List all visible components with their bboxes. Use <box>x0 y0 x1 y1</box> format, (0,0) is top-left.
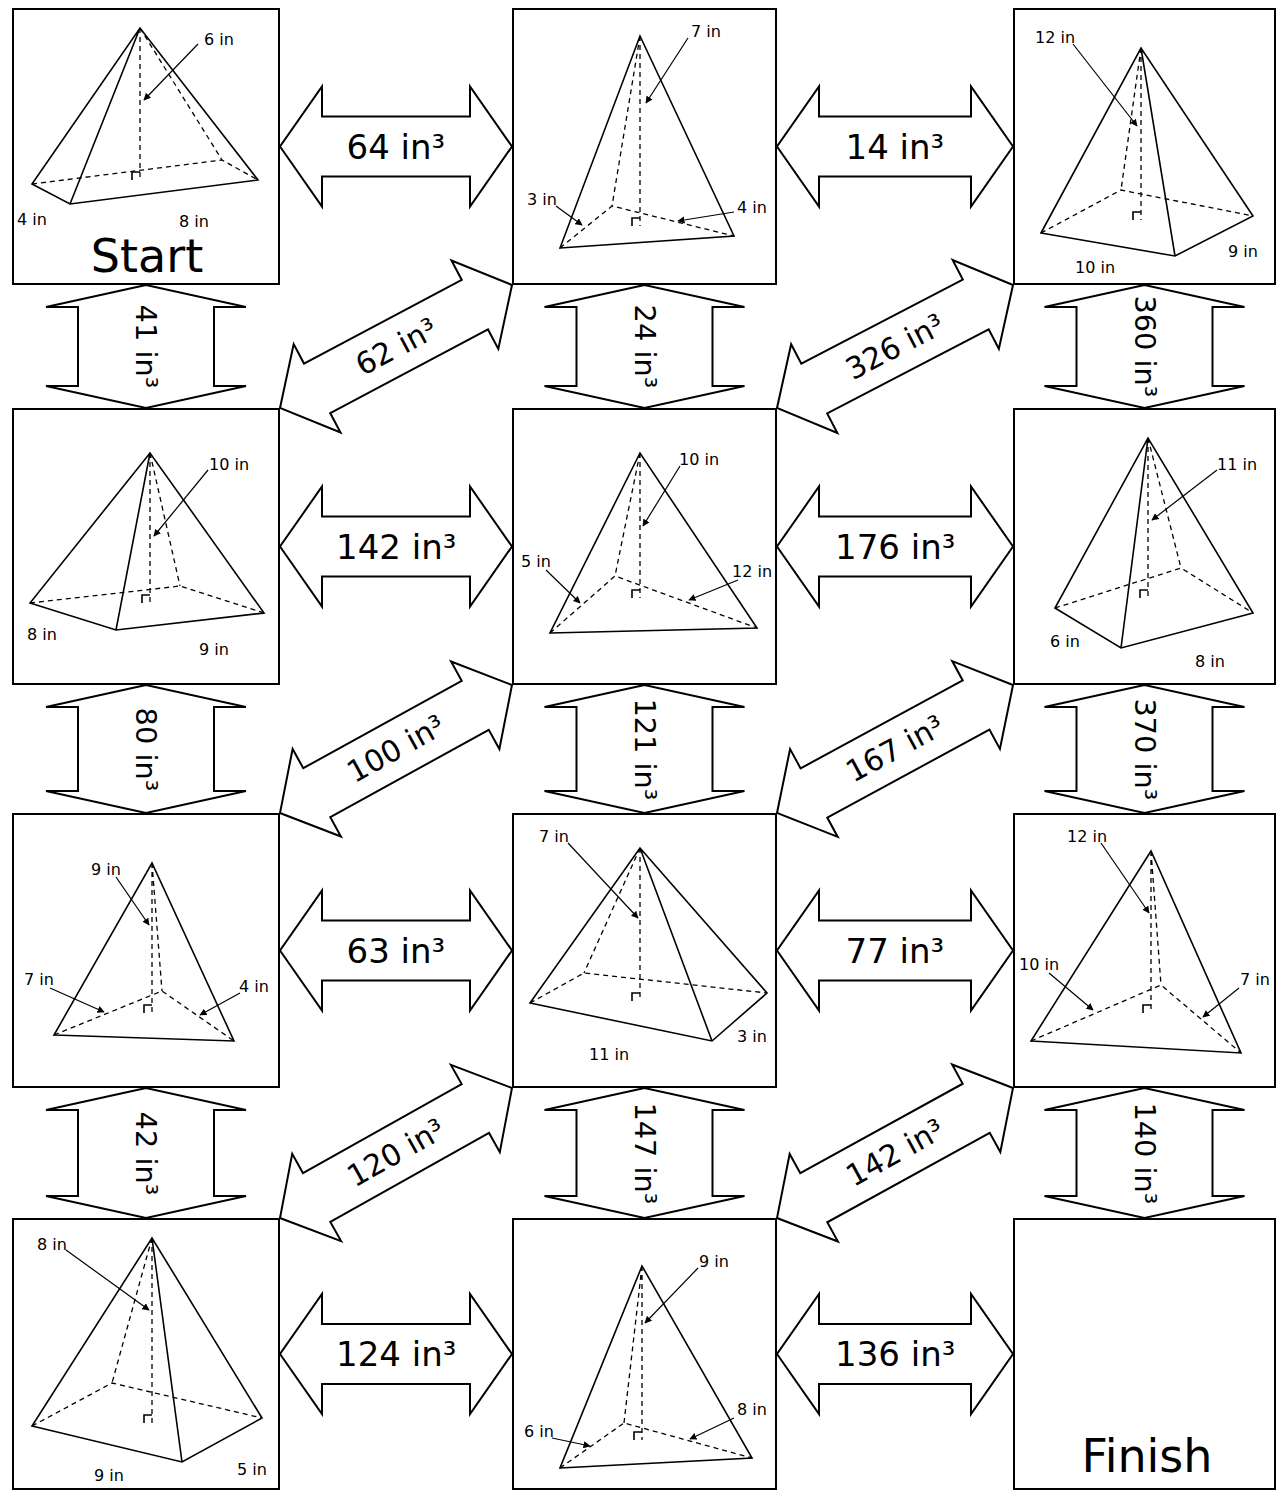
double-arrow <box>545 685 745 813</box>
volume-label: 360 in³ <box>1130 295 1159 397</box>
dimension-label: 5 in <box>237 1462 267 1478</box>
triangular-pyramid <box>552 1266 752 1468</box>
double-arrow <box>777 891 1013 1011</box>
volume-label: 42 in³ <box>131 1111 160 1195</box>
volume-label: 77 in³ <box>846 934 945 968</box>
rectangular-pyramid <box>32 28 258 204</box>
pyramid-box: 10 in 8 in 9 in <box>12 408 280 685</box>
dimension-label: 7 in <box>1240 972 1270 988</box>
dimension-label: 6 in <box>204 32 234 48</box>
double-arrow <box>1045 285 1245 408</box>
dimension-label: 6 in <box>1050 634 1080 650</box>
finish-box: Finish <box>1013 1218 1276 1490</box>
volume-label: 24 in³ <box>630 305 659 389</box>
double-arrow <box>280 891 512 1011</box>
pyramid-box: 12 in 10 in 9 in <box>1013 8 1276 285</box>
volume-label: 370 in³ <box>1130 698 1159 800</box>
double-arrow <box>777 87 1013 207</box>
double-arrow <box>46 285 246 408</box>
triangular-pyramid <box>546 453 757 633</box>
double-arrow <box>46 1088 246 1218</box>
volume-label: 176 in³ <box>835 530 955 564</box>
dimension-label: 12 in <box>1035 30 1075 46</box>
double-arrow <box>280 87 512 207</box>
double-arrow <box>1045 685 1245 813</box>
pyramid-box: 11 in 6 in 8 in <box>1013 408 1276 685</box>
dimension-label: 10 in <box>679 452 719 468</box>
triangular-pyramid <box>1031 843 1241 1053</box>
volume-label: 64 in³ <box>347 130 446 164</box>
volume-label: 14 in³ <box>846 130 945 164</box>
dimension-label: 7 in <box>539 829 569 845</box>
dimension-label: 10 in <box>1019 957 1059 973</box>
dimension-label: 10 in <box>1075 260 1115 276</box>
dimension-label: 9 in <box>199 642 229 658</box>
triangular-pyramid <box>50 863 240 1041</box>
volume-label: 136 in³ <box>835 1337 955 1371</box>
volume-label: 80 in³ <box>131 707 160 791</box>
rectangular-pyramid <box>1041 44 1253 256</box>
volume-label: 124 in³ <box>336 1337 456 1371</box>
double-arrow <box>777 661 1013 837</box>
dimension-label: 12 in <box>732 564 772 580</box>
dimension-label: 10 in <box>209 457 249 473</box>
double-arrow <box>777 487 1013 607</box>
volume-label: 41 in³ <box>131 305 160 389</box>
rectangular-pyramid <box>32 1238 262 1462</box>
double-arrow <box>280 260 512 432</box>
volume-label: 121 in³ <box>630 698 659 800</box>
volume-label: 142 in³ <box>336 530 456 564</box>
dimension-label: 4 in <box>239 979 269 995</box>
volume-label: 63 in³ <box>347 934 446 968</box>
triangular-pyramid <box>556 36 734 248</box>
rectangular-pyramid <box>530 843 767 1041</box>
pyramid-box: 9 in 6 in 8 in <box>512 1218 777 1490</box>
dimension-label: 6 in <box>524 1424 554 1440</box>
dimension-label: 3 in <box>737 1029 767 1045</box>
pyramid-box: 7 in 11 in 3 in <box>512 813 777 1088</box>
dimension-label: 3 in <box>527 192 557 208</box>
dimension-label: 7 in <box>691 24 721 40</box>
double-arrow <box>1045 1088 1245 1218</box>
volume-label: 147 in³ <box>630 1102 659 1204</box>
dimension-label: 4 in <box>17 212 47 228</box>
double-arrow <box>280 1294 512 1414</box>
dimension-label: 9 in <box>1228 244 1258 260</box>
double-arrow <box>545 1088 745 1218</box>
dimension-label: 9 in <box>94 1468 124 1484</box>
dimension-label: 5 in <box>521 554 551 570</box>
volume-label: 140 in³ <box>1130 1102 1159 1204</box>
double-arrow <box>280 487 512 607</box>
maze-marker: Finish <box>1082 1433 1213 1479</box>
dimension-label: 7 in <box>24 972 54 988</box>
dimension-label: 11 in <box>1217 457 1257 473</box>
dimension-label: 9 in <box>91 862 121 878</box>
pyramid-box: 12 in 10 in 7 in <box>1013 813 1276 1088</box>
double-arrow <box>46 685 246 813</box>
dimension-label: 4 in <box>737 200 767 216</box>
rectangular-pyramid <box>30 453 264 630</box>
dimension-label: 11 in <box>589 1047 629 1063</box>
dimension-label: 12 in <box>1067 829 1107 845</box>
dimension-label: 8 in <box>1195 654 1225 670</box>
dimension-label: 8 in <box>179 214 209 230</box>
dimension-label: 8 in <box>37 1237 67 1253</box>
pyramid-box: 7 in 3 in 4 in <box>512 8 777 285</box>
maze-marker: Start <box>91 233 203 279</box>
pyramid-box: 9 in 7 in 4 in <box>12 813 280 1088</box>
dimension-label: 8 in <box>27 627 57 643</box>
double-arrow <box>777 260 1013 433</box>
double-arrow <box>280 662 512 837</box>
pyramid-box: 8 in 9 in 5 in <box>12 1218 280 1490</box>
double-arrow <box>545 285 745 408</box>
double-arrow <box>280 1065 512 1241</box>
dimension-label: 9 in <box>699 1254 729 1270</box>
pyramid-box: 10 in 5 in 12 in <box>512 408 777 685</box>
double-arrow <box>777 1294 1013 1414</box>
dimension-label: 8 in <box>737 1402 767 1418</box>
double-arrow <box>777 1064 1013 1241</box>
start-box: 6 in 4 in 8 in Start <box>12 8 280 285</box>
